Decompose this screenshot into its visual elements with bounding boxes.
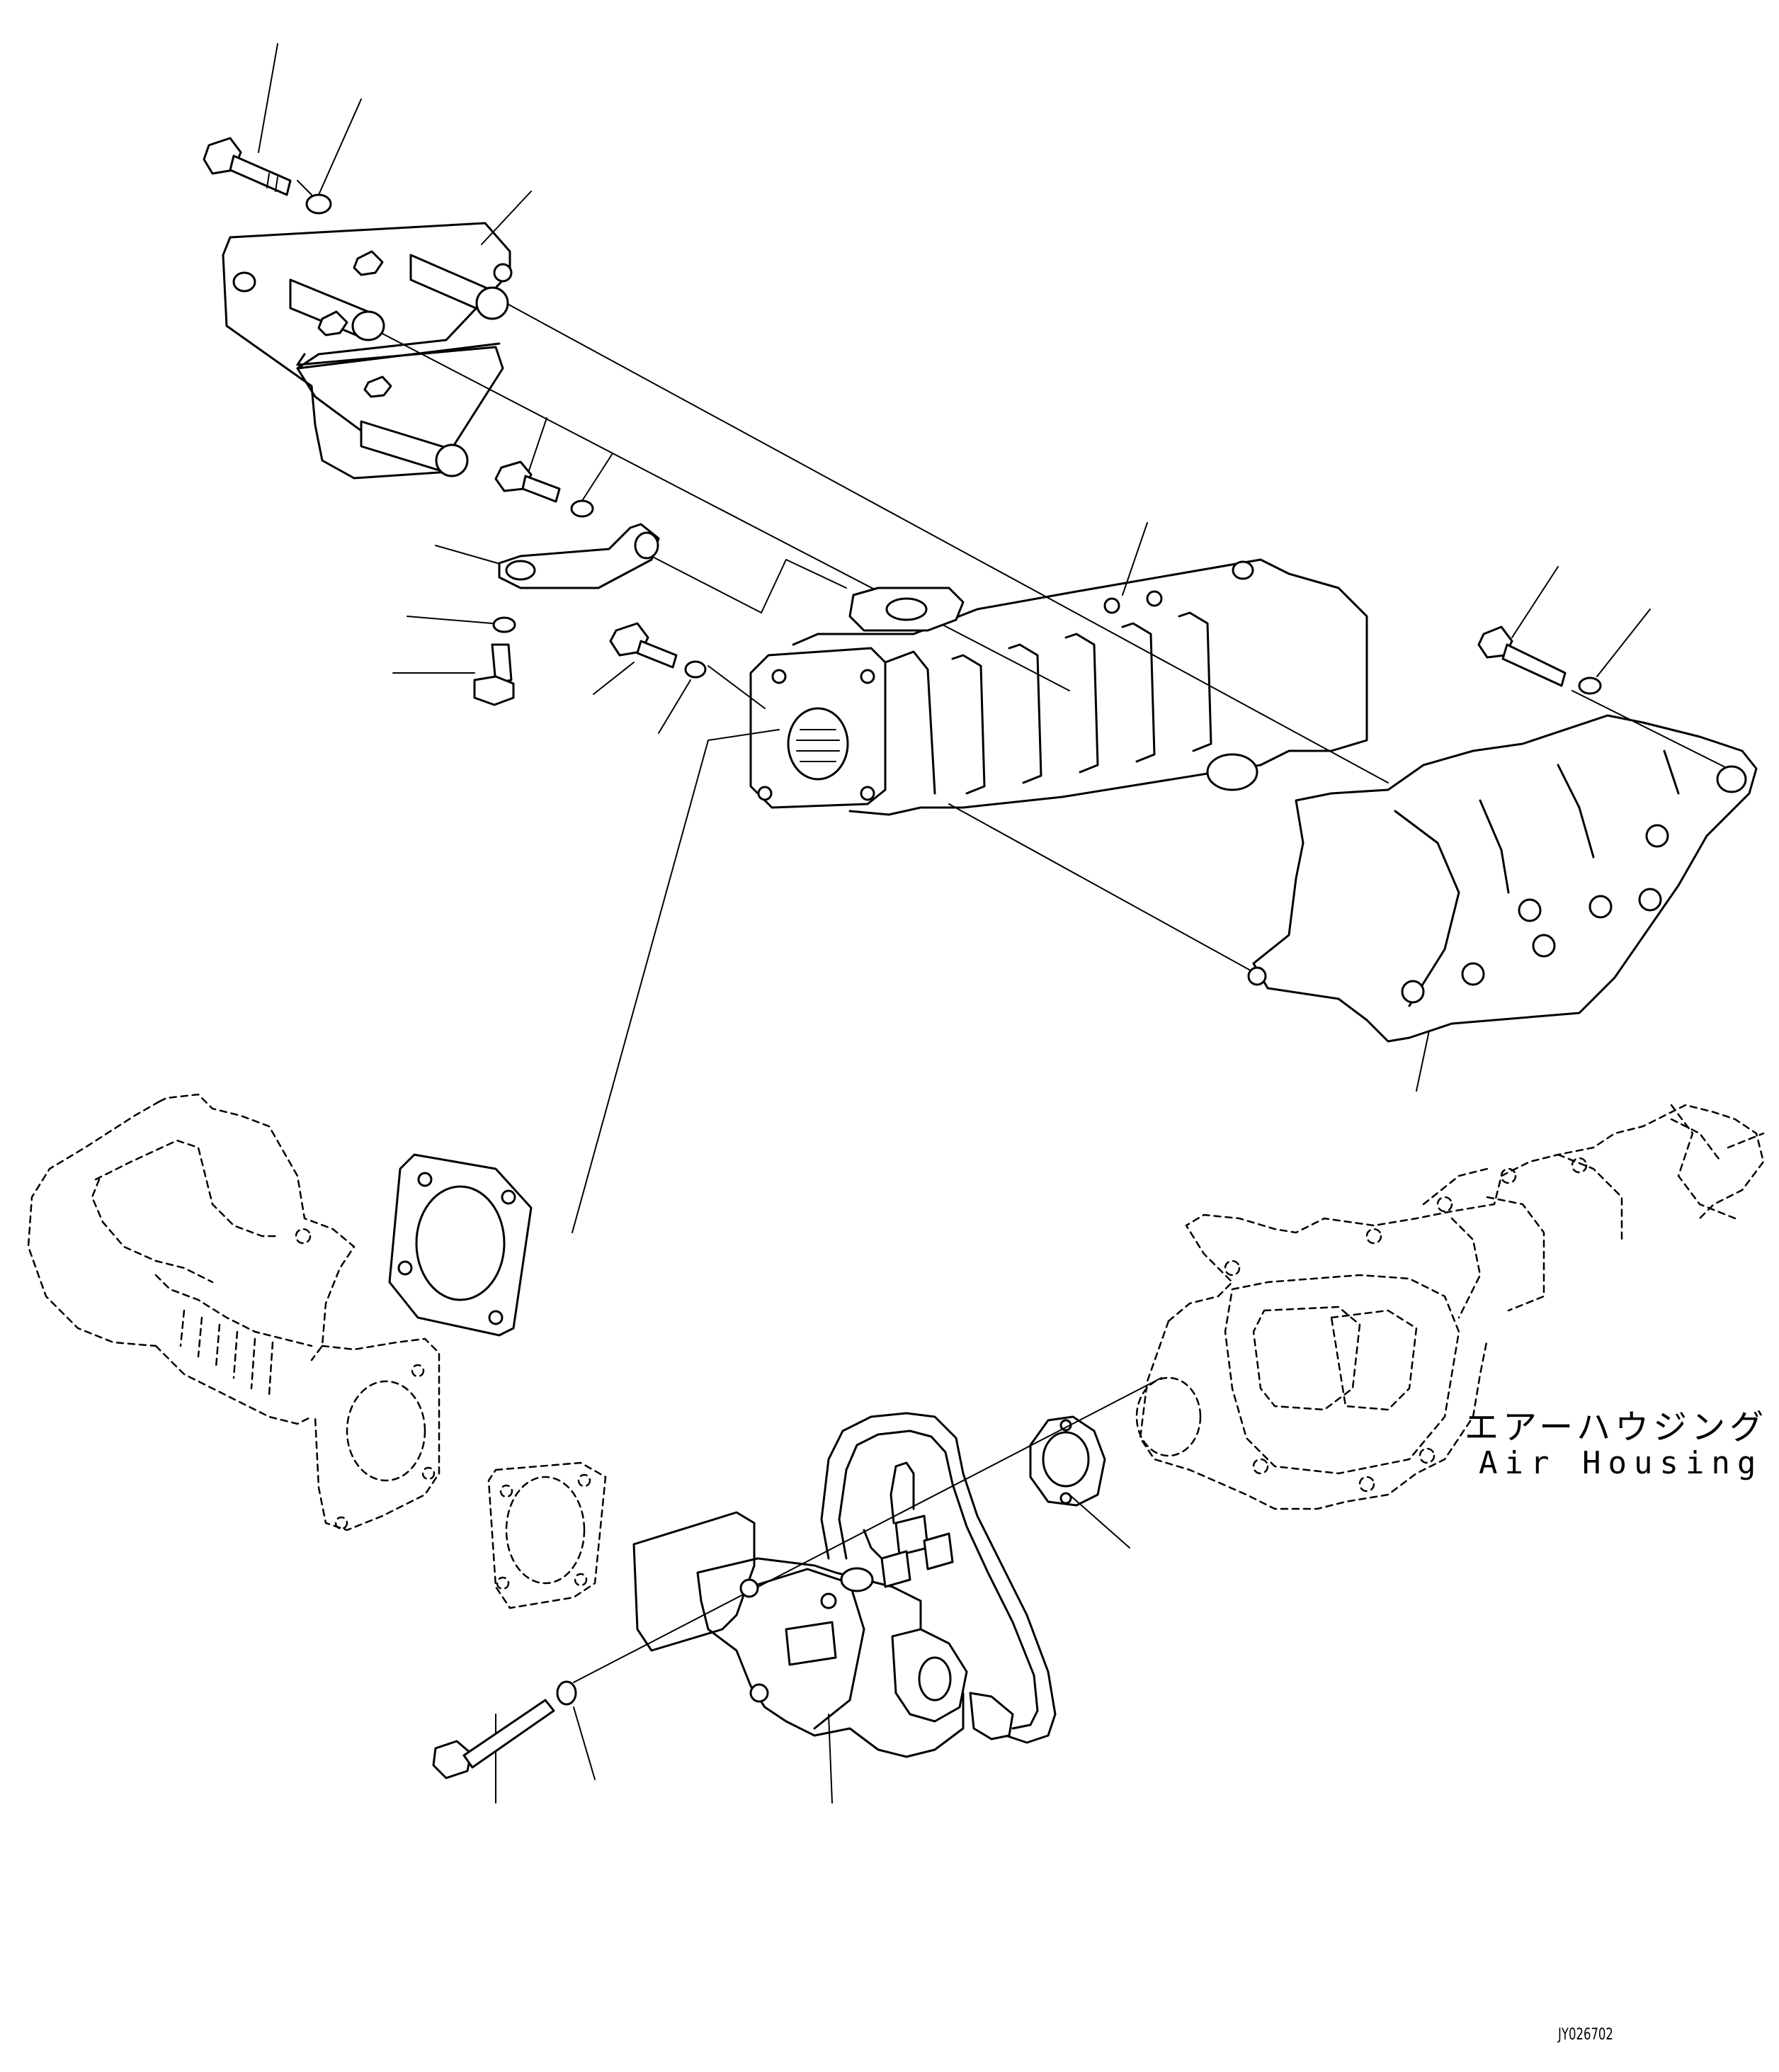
washer-top-left bbox=[305, 193, 332, 215]
cooler-mount-bracket bbox=[1247, 714, 1758, 1043]
washer-middle bbox=[570, 499, 594, 518]
gasket-lower-dashed bbox=[487, 1461, 607, 1609]
air-housing-label-en: Air Housing bbox=[1479, 1445, 1763, 1481]
small-bracket bbox=[498, 523, 660, 589]
drawing-code: JY026702 bbox=[1558, 2026, 1613, 2044]
gasket-upper bbox=[388, 1153, 533, 1337]
bracket-assembly bbox=[222, 222, 513, 480]
washer-right bbox=[1578, 676, 1602, 695]
egr-pipe-dashed bbox=[27, 1093, 441, 1532]
bolt-middle bbox=[494, 460, 561, 503]
washer-small bbox=[492, 616, 516, 633]
washer-bottom bbox=[556, 1680, 577, 1706]
bolt-top-left bbox=[203, 137, 292, 196]
bolt-cooler bbox=[609, 622, 678, 669]
egr-cooler bbox=[749, 558, 1368, 816]
leader-lines bbox=[258, 43, 1736, 1804]
air-housing-dashed bbox=[1135, 1104, 1765, 1510]
oval-gasket bbox=[1029, 1415, 1106, 1507]
egr-valve bbox=[632, 1412, 1057, 1758]
bolt-bottom bbox=[432, 1699, 555, 1779]
air-housing-label-jp: エアーハウジング bbox=[1465, 1408, 1768, 1447]
bolt-vertical bbox=[473, 643, 515, 706]
bolt-right bbox=[1477, 625, 1567, 687]
washer-cooler bbox=[684, 660, 707, 679]
